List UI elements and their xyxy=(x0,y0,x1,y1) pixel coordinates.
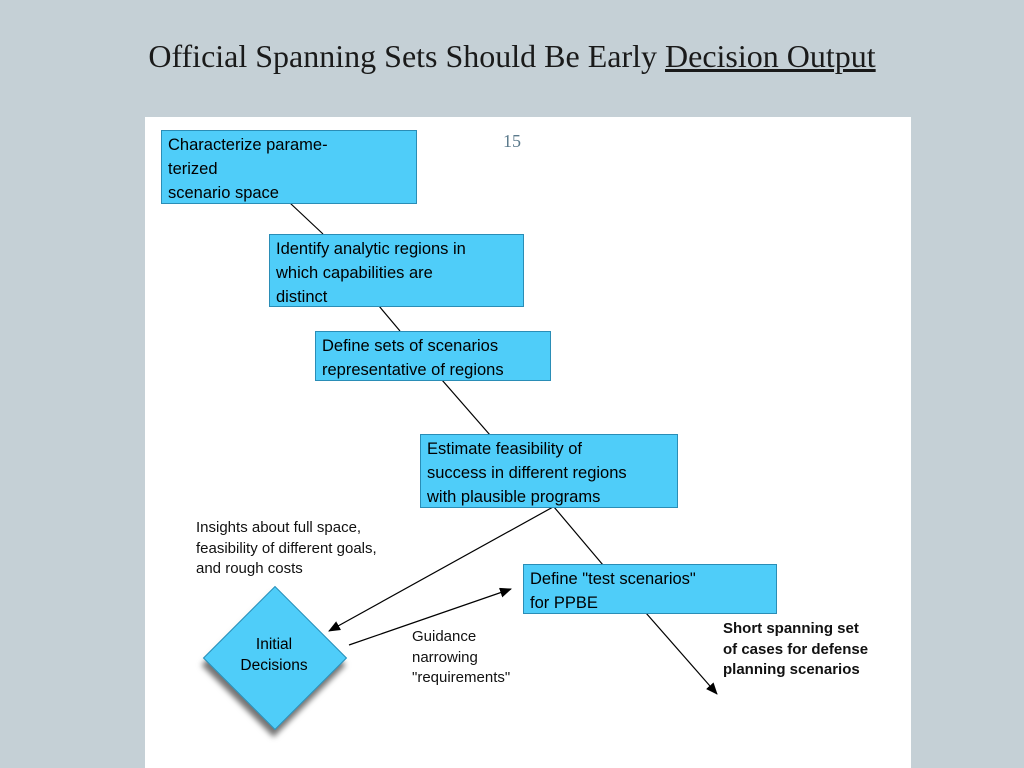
title-main: Official Spanning Sets Should Be Early xyxy=(148,38,666,74)
arrow-decisions-to-test xyxy=(348,587,512,646)
slide-title: Official Spanning Sets Should Be Early D… xyxy=(0,38,1024,75)
arrow-estimate-to-decisions xyxy=(328,506,554,632)
annotation-output: Short spanning set of cases for defense … xyxy=(723,620,869,678)
box-define-scenario-sets: Define sets of scenarios representative … xyxy=(315,331,551,381)
connector-define-estimate xyxy=(441,379,491,436)
arrow-test-to-output xyxy=(645,612,718,695)
box-estimate-feasibility: Estimate feasibility of success in diffe… xyxy=(420,434,678,508)
decision-node: Initial Decisions xyxy=(199,582,349,732)
page-number: 15 xyxy=(503,131,521,151)
decision-node-label: Initial Decisions xyxy=(240,636,308,674)
connector-identify-define xyxy=(378,305,401,332)
annotation-insights: Insights about full space, feasibility o… xyxy=(196,519,377,577)
connector-characterize-identify xyxy=(289,202,324,235)
connector-lines xyxy=(289,202,718,695)
annotation-guidance: Guidance narrowing "requirements" xyxy=(412,628,511,686)
process-diagram: 15 Characterize parame- terized scenario… xyxy=(145,117,911,768)
connector-estimate-test xyxy=(553,506,604,566)
title-underlined: Decision Output xyxy=(665,38,876,74)
box-define-test-scenarios: Define "test scenarios" for PPBE xyxy=(523,564,777,614)
box-characterize-scenario-space: Characterize parame- terized scenario sp… xyxy=(161,130,417,204)
box-identify-analytic-regions: Identify analytic regions in which capab… xyxy=(269,234,524,307)
